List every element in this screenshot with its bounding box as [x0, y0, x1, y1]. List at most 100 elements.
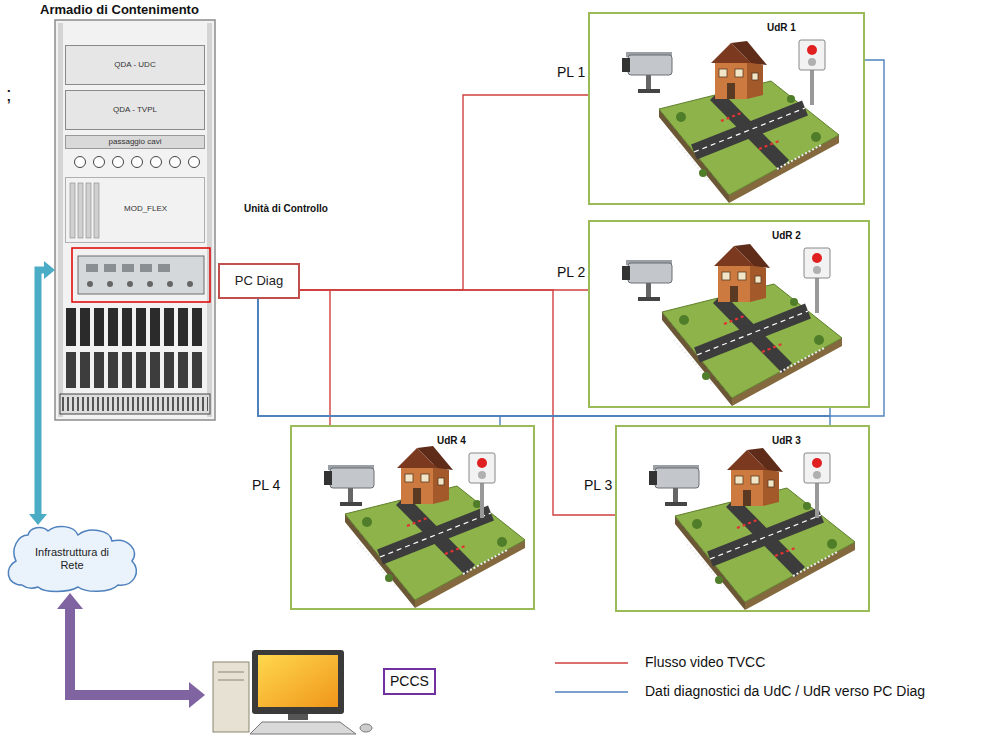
control-unit [140, 264, 152, 272]
video-link [300, 290, 330, 425]
workstation: PCCS [205, 645, 435, 736]
computer-icon [252, 650, 344, 714]
node-label: UdR 2 [772, 230, 801, 242]
node-label: QDA - UDC [114, 60, 155, 70]
terminal-blocks [164, 352, 174, 388]
control-unit [187, 281, 193, 287]
diagnostic-link [258, 299, 830, 416]
terminal-blocks [108, 308, 118, 346]
terminal-blocks [136, 308, 146, 346]
module-slots [70, 183, 75, 238]
module-slots [70, 183, 99, 238]
node-label: PL 4 [252, 477, 280, 494]
legend-sample [555, 662, 628, 664]
control-unit [72, 248, 210, 302]
cctv-camera [649, 465, 699, 506]
module-box: QDA - UDC [65, 45, 205, 85]
node-label: Armadio di Contenimento [40, 2, 199, 18]
terminal-blocks [192, 352, 202, 388]
cctv-camera [324, 465, 374, 506]
control-unit [167, 281, 173, 287]
node-label: Infrastruttura di Rete [24, 546, 120, 572]
cabinet-frame [55, 20, 215, 420]
control-unit [158, 264, 170, 272]
cloud-shape [8, 526, 136, 591]
free-label: Unità di Controllo [244, 203, 328, 215]
terminal-blocks [108, 352, 118, 388]
control-unit [87, 281, 93, 287]
module-slots [86, 183, 91, 238]
control-unit [104, 264, 116, 272]
terminal-blocks [150, 352, 160, 388]
legend-label: Flusso video TVCC [645, 654, 765, 671]
terminal-blocks [122, 352, 132, 388]
node-label: QDA - TVPL [113, 105, 157, 115]
control-unit [78, 256, 204, 294]
control-unit [122, 264, 134, 272]
computer-icon [360, 724, 372, 732]
terminal-blocks [80, 352, 90, 388]
computer-icon [213, 662, 249, 732]
terminal-blocks [192, 308, 202, 346]
terminal-blocks [122, 308, 132, 346]
cable-holes [170, 157, 181, 168]
level-crossing-scene [675, 448, 855, 610]
computer-icon [250, 722, 356, 734]
level-crossing: PL 3UdR 3 [615, 425, 870, 612]
computer-icon [258, 655, 338, 707]
module-slots [78, 183, 83, 238]
diagnostic-link [258, 60, 884, 416]
control-unit [107, 281, 113, 287]
level-crossing-scene [662, 244, 842, 406]
computer-icon [218, 680, 244, 681]
control-unit [127, 281, 133, 287]
legend-sample [555, 691, 628, 693]
terminal-strip [60, 394, 210, 414]
video-link [300, 290, 615, 515]
node-label: UdR 1 [767, 22, 796, 34]
legend-sample [555, 663, 628, 692]
cable-holes [94, 157, 105, 168]
node-label: PL 1 [557, 64, 585, 81]
cable-holes [113, 157, 124, 168]
diagnostic-link [258, 299, 500, 425]
terminal-blocks [80, 308, 90, 346]
node-label: PL 3 [584, 477, 612, 494]
node-label: PL 2 [557, 264, 585, 281]
terminal-blocks [164, 308, 174, 346]
cctv-camera [622, 52, 672, 93]
control-unit [86, 264, 98, 272]
control-unit [147, 281, 153, 287]
level-crossing: PL 2UdR 2 [588, 220, 870, 408]
terminal-blocks [178, 308, 188, 346]
cable-holes [189, 157, 200, 168]
remote-unit-signal [804, 248, 830, 313]
cctv-camera [622, 260, 672, 301]
computer-icon [288, 714, 308, 720]
terminal-strip [62, 397, 208, 411]
node-label: MOD_FLEX [124, 204, 167, 214]
cable-holes [75, 157, 200, 168]
module-area: MOD_FLEX [65, 177, 205, 243]
terminal-blocks [94, 308, 104, 346]
node-label: PC Diag [235, 273, 283, 289]
terminal-strip [60, 394, 210, 414]
computer-icon [213, 650, 372, 734]
terminal-blocks [94, 352, 104, 388]
level-crossing: PL 1UdR 1 [588, 12, 865, 205]
cabinet-frame [207, 23, 212, 417]
network-cloud: Infrastruttura di Rete [2, 525, 142, 593]
terminal-blocks [150, 308, 160, 346]
network-link [38, 270, 44, 514]
control-unit [72, 248, 210, 302]
cable-holes [151, 157, 162, 168]
legend-label: Dati diagnostici da UdC / UdR verso PC D… [645, 683, 925, 700]
remote-unit-signal [469, 453, 495, 518]
module-slots [94, 183, 99, 238]
cabinet-frame [55, 20, 215, 420]
terminal-blocks [66, 352, 76, 388]
cabinet: Armadio di ContenimentoQDA - UDCQDA - TV… [55, 20, 215, 420]
video-link [300, 95, 588, 290]
module-box: QDA - TVPL [65, 90, 205, 130]
level-crossing-scene [659, 41, 839, 203]
